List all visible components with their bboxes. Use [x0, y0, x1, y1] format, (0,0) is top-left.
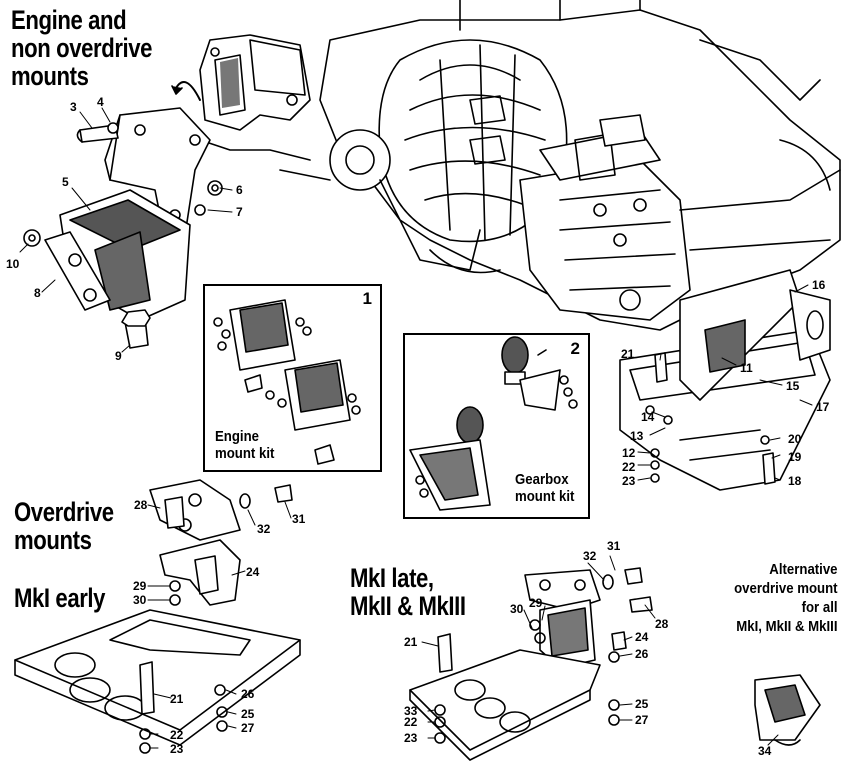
callout-number: 28: [134, 498, 148, 512]
callout-number: 14: [641, 410, 655, 424]
callout-number: 32: [257, 522, 271, 536]
callout-number: 15: [786, 379, 800, 393]
overdrive-mk-late-illustration: [409, 567, 653, 761]
heading-line: Engine and: [11, 5, 127, 35]
alternative-mount-illustration: [754, 674, 821, 746]
heading-line: MkI late,: [350, 563, 434, 593]
callout-number: 26: [635, 647, 649, 661]
callout-number: 32: [583, 549, 597, 563]
heading-line: overdrive mount: [734, 580, 838, 597]
gearbox-mount-kit-box: 2 Gearbox mount kit: [403, 333, 590, 519]
callout-number: 29: [529, 596, 543, 610]
engine-mount-kit-box: 1 Engine mount kit: [203, 284, 382, 472]
heading-line: MkI, MkII & MkIII: [736, 618, 838, 635]
engine-bracket-illustration: [171, 34, 311, 131]
callout-number: 30: [510, 602, 524, 616]
kit-label: Gearbox mount kit: [515, 471, 574, 505]
heading-line: MkII & MkIII: [350, 591, 466, 621]
callout-number: 26: [241, 687, 255, 701]
heading-line: Alternative: [769, 561, 838, 578]
callout-number: 24: [246, 565, 260, 579]
callout-number: 16: [812, 278, 826, 292]
callout-number: 8: [34, 286, 41, 300]
engine-mounts-heading: Engine and non overdrive mounts: [11, 6, 152, 90]
mk1-early-heading: MkI early: [14, 583, 106, 613]
callout-number: 7: [236, 205, 243, 219]
callout-number: 9: [115, 349, 122, 363]
callout-number: 13: [630, 429, 644, 443]
callout-number: 30: [133, 593, 147, 607]
callout-number: 3: [70, 100, 77, 114]
callout-number: 27: [635, 713, 649, 727]
kit-number: 1: [362, 289, 372, 308]
kit-label-line: mount kit: [215, 445, 275, 462]
callout-number: 33: [404, 704, 418, 718]
callout-number: 34: [758, 744, 772, 758]
callout-number: 29: [133, 579, 147, 593]
callout-number: 4: [97, 95, 104, 109]
callout-number: 28: [655, 617, 669, 631]
engine-mount-kit-illustration: [213, 299, 361, 465]
callout-number: 19: [788, 450, 802, 464]
gearbox-crossmember-illustration: [619, 269, 831, 491]
alternative-mount-heading: Alternative overdrive mount for all MkI,…: [735, 560, 838, 636]
callout-number: 22: [622, 460, 636, 474]
callout-number: 25: [635, 697, 649, 711]
gearbox-mount-kit-illustration: [409, 336, 578, 511]
overdrive-mk1-early-illustration: [14, 479, 301, 754]
callout-number: 31: [292, 512, 306, 526]
callout-number: 23: [170, 742, 184, 756]
mk-late-heading: MkI late, MkII & MkIII: [350, 564, 466, 620]
callout-number: 21: [170, 692, 184, 706]
heading-line: mounts: [11, 61, 89, 91]
heading-line: for all: [802, 599, 838, 616]
heading-line: Overdrive: [14, 497, 114, 527]
callout-number: 18: [788, 474, 802, 488]
kit-number: 2: [570, 339, 580, 358]
callout-number: 25: [241, 707, 255, 721]
heading-line: non overdrive: [11, 33, 153, 63]
overdrive-mounts-heading: Overdrive mounts: [14, 498, 114, 554]
callout-number: 23: [622, 474, 636, 488]
callout-number: 6: [236, 183, 243, 197]
callout-number: 27: [241, 721, 255, 735]
callout-number: 21: [621, 347, 635, 361]
callout-number: 17: [816, 400, 830, 414]
callout-number: 12: [622, 446, 636, 460]
heading-line: mounts: [14, 525, 92, 555]
callout-number: 24: [635, 630, 649, 644]
callout-number: 21: [404, 635, 418, 649]
callout-number: 10: [6, 257, 20, 271]
callout-number: 11: [740, 361, 753, 375]
engine-mount-parts-illustration: [23, 107, 223, 349]
kit-label: Engine mount kit: [215, 428, 274, 462]
kit-label-line: Engine: [215, 428, 260, 445]
callout-number: 31: [607, 539, 621, 553]
callout-number: 5: [62, 175, 69, 189]
callout-number: 22: [170, 728, 184, 742]
kit-label-line: Gearbox: [515, 471, 569, 488]
callout-number: 22: [404, 715, 418, 729]
callout-leader-lines: [19, 107, 813, 749]
gearbox-assembly-illustration: [199, 0, 841, 331]
callout-number: 23: [404, 731, 418, 745]
callout-number: 20: [788, 432, 802, 446]
kit-label-line: mount kit: [515, 488, 575, 505]
